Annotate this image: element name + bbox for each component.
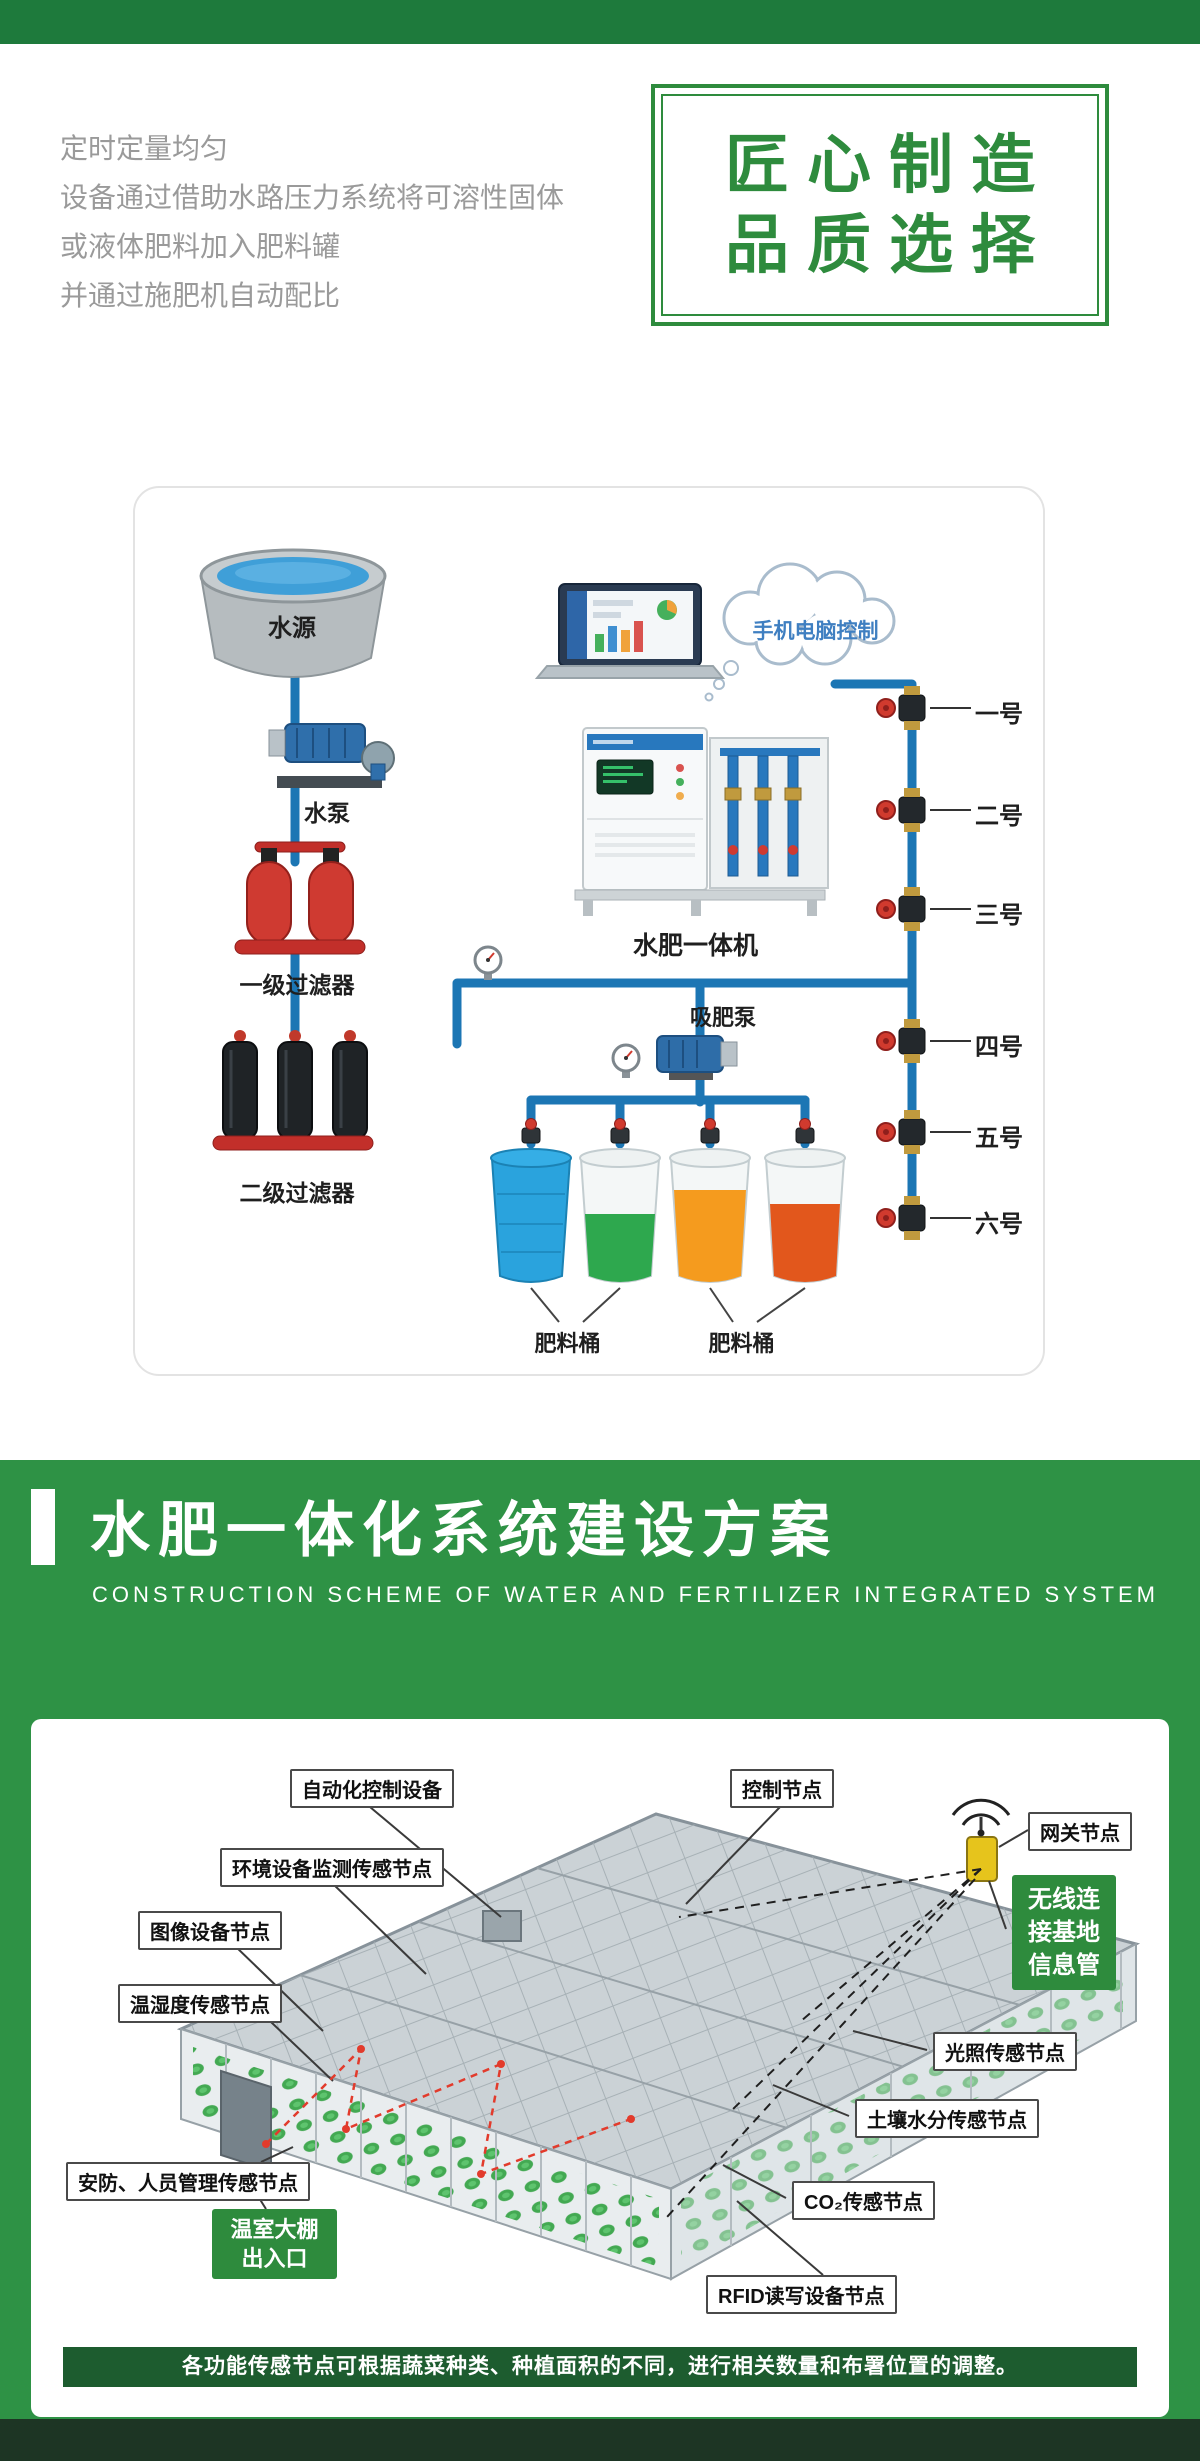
- control-device-box: [482, 1910, 522, 1942]
- callout-light-sensor: 光照传感节点: [933, 2032, 1077, 2071]
- cloud-graphic: [704, 562, 896, 702]
- callout-security: 安防、人员管理传感节点: [66, 2162, 310, 2201]
- gateway-device: [951, 1798, 1011, 1882]
- laptop-graphic: [534, 583, 726, 679]
- label-water-pump: 水泵: [304, 800, 350, 826]
- water-tank-graphic: [199, 548, 387, 678]
- callout-rfid: RFID读写设备节点: [706, 2275, 897, 2314]
- quality-badge-inner: 匠心制造 品质选择: [661, 94, 1099, 316]
- callout-gateway-node: 网关节点: [1028, 1812, 1132, 1851]
- bucket-label-lines: [530, 1287, 806, 1323]
- intro-line: 并通过施肥机自动配比: [60, 280, 341, 311]
- pressure-gauge-1: [473, 945, 503, 982]
- badge-line-1: 匠心制造: [725, 128, 1053, 201]
- callout-control-node: 控制节点: [730, 1769, 834, 1808]
- callout-soil-moisture: 土壤水分传感节点: [855, 2099, 1039, 2138]
- intro-line: 定时定量均匀: [60, 133, 229, 164]
- label-valve-6: 六号: [975, 1211, 1023, 1238]
- water-pump-graphic: [268, 723, 395, 788]
- top-green-banner: [0, 0, 1200, 44]
- quality-badge: 匠心制造 品质选择: [651, 84, 1109, 326]
- greenhouse-door: [220, 2069, 272, 2173]
- label-bucket-right: 肥料桶: [708, 1331, 775, 1356]
- fertilizer-buckets-graphic: [490, 1148, 846, 1283]
- label-valve-1: 一号: [975, 701, 1023, 728]
- intro-line: 或液体肥料加入肥料罐: [60, 231, 341, 262]
- machine-graphic: [574, 727, 829, 916]
- label-machine: 水肥一体机: [632, 932, 758, 960]
- label-valve-3: 三号: [975, 902, 1023, 929]
- intro-text: 定时定量均匀 设备通过借助水路压力系统将可溶性固体 或液体肥料加入肥料罐 并通过…: [60, 124, 564, 320]
- greenhouse-scheme-panel: 自动化控制设备 控制节点 网关节点 环境设备监测传感节点 图像设备节点 温湿度传…: [31, 1719, 1169, 2417]
- suction-pump-graphic: [656, 1035, 738, 1080]
- callout-lines: [233, 1806, 1029, 2276]
- scheme-title: 水肥一体化系统建设方案: [90, 1497, 838, 1564]
- system-diagram-panel: 水源 水泵 一级过滤器 二级过滤器 手机电脑控制 水肥一体机 吸肥泵 肥料桶 肥…: [133, 486, 1045, 1376]
- primary-filter-graphic: [234, 841, 366, 955]
- title-accent-bar: [31, 1489, 55, 1565]
- intro-line: 设备通过借助水路压力系统将可溶性固体: [60, 182, 565, 213]
- label-bucket-left: 肥料桶: [534, 1331, 601, 1356]
- callout-entrance: 温室大棚出入口: [212, 2209, 337, 2279]
- pressure-gauge-2: [611, 1043, 641, 1080]
- badge-line-2: 品质选择: [725, 209, 1053, 281]
- pipes: [290, 661, 917, 1238]
- callout-automation: 自动化控制设备: [290, 1769, 454, 1808]
- callout-wireless-base: 无线连接基地信息管: [1012, 1875, 1116, 1990]
- callout-env-monitor: 环境设备监测传感节点: [220, 1848, 444, 1887]
- bottom-dark-strip: [0, 2419, 1200, 2461]
- label-secondary-filter: 二级过滤器: [239, 1180, 355, 1206]
- label-valve-5: 五号: [975, 1125, 1023, 1152]
- scheme-footer-note: 各功能传感节点可根据蔬菜种类、种植面积的不同，进行相关数量和布署位置的调整。: [63, 2347, 1137, 2387]
- callout-image-device: 图像设备节点: [138, 1911, 282, 1950]
- label-water-source: 水源: [268, 615, 316, 642]
- callout-co2-sensor: CO₂传感节点: [792, 2181, 935, 2220]
- system-diagram-graphic: [199, 548, 972, 1323]
- label-valve-4: 四号: [975, 1034, 1023, 1061]
- wireless-links: [666, 1868, 982, 2218]
- secondary-filter-graphic: [212, 1030, 374, 1151]
- callout-temp-humidity: 温湿度传感节点: [118, 1984, 282, 2023]
- scheme-subtitle: CONSTRUCTION SCHEME OF WATER AND FERTILI…: [92, 1582, 1160, 1607]
- label-remote-control: 手机电脑控制: [752, 620, 879, 643]
- sensor-route: [265, 2045, 632, 2176]
- label-primary-filter: 一级过滤器: [239, 972, 355, 998]
- label-valve-2: 二号: [975, 803, 1023, 830]
- label-suction-pump: 吸肥泵: [689, 1005, 756, 1030]
